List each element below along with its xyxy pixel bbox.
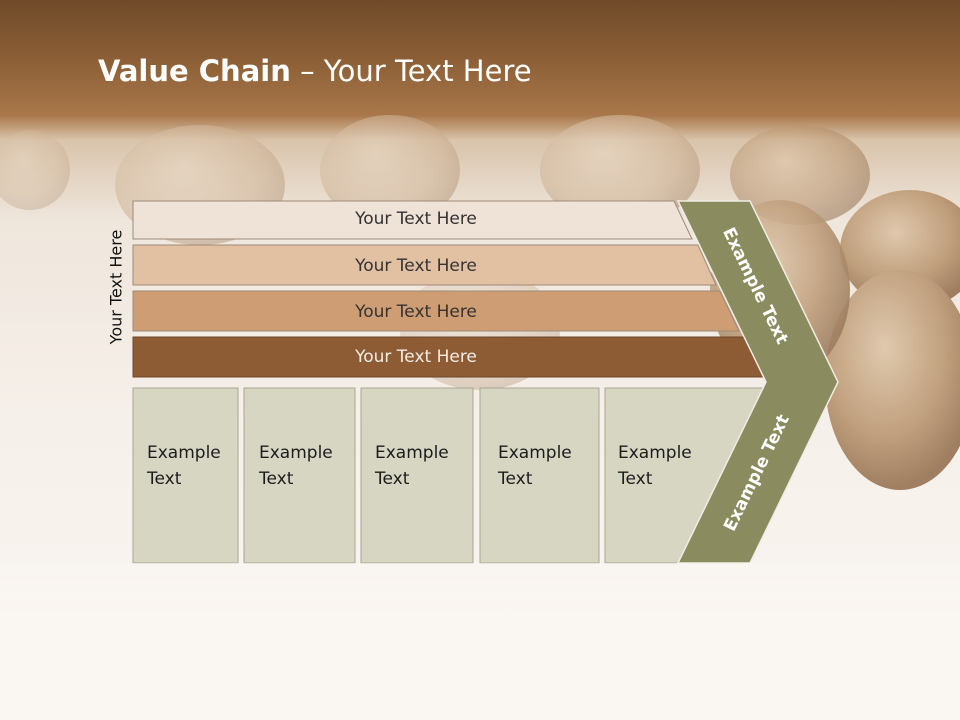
bar-3-label: Your Text Here — [355, 302, 477, 322]
title-bold: Value Chain — [98, 54, 291, 88]
column-box-4[interactable] — [479, 387, 600, 564]
bar-2[interactable] — [132, 244, 717, 286]
page-title: Value Chain – Your Text Here — [98, 54, 532, 88]
column-box-2[interactable] — [243, 387, 356, 564]
reflection-fade — [0, 563, 960, 720]
column-box-1[interactable] — [132, 387, 239, 564]
bar-2-label: Your Text Here — [355, 256, 477, 276]
bar-3[interactable] — [132, 290, 740, 332]
column-box-3[interactable] — [360, 387, 474, 564]
title-rest: – Your Text Here — [290, 54, 532, 88]
bar-1[interactable] — [132, 200, 693, 240]
bar-1-label: Your Text Here — [355, 209, 477, 229]
bar-4-label: Your Text Here — [355, 347, 477, 367]
